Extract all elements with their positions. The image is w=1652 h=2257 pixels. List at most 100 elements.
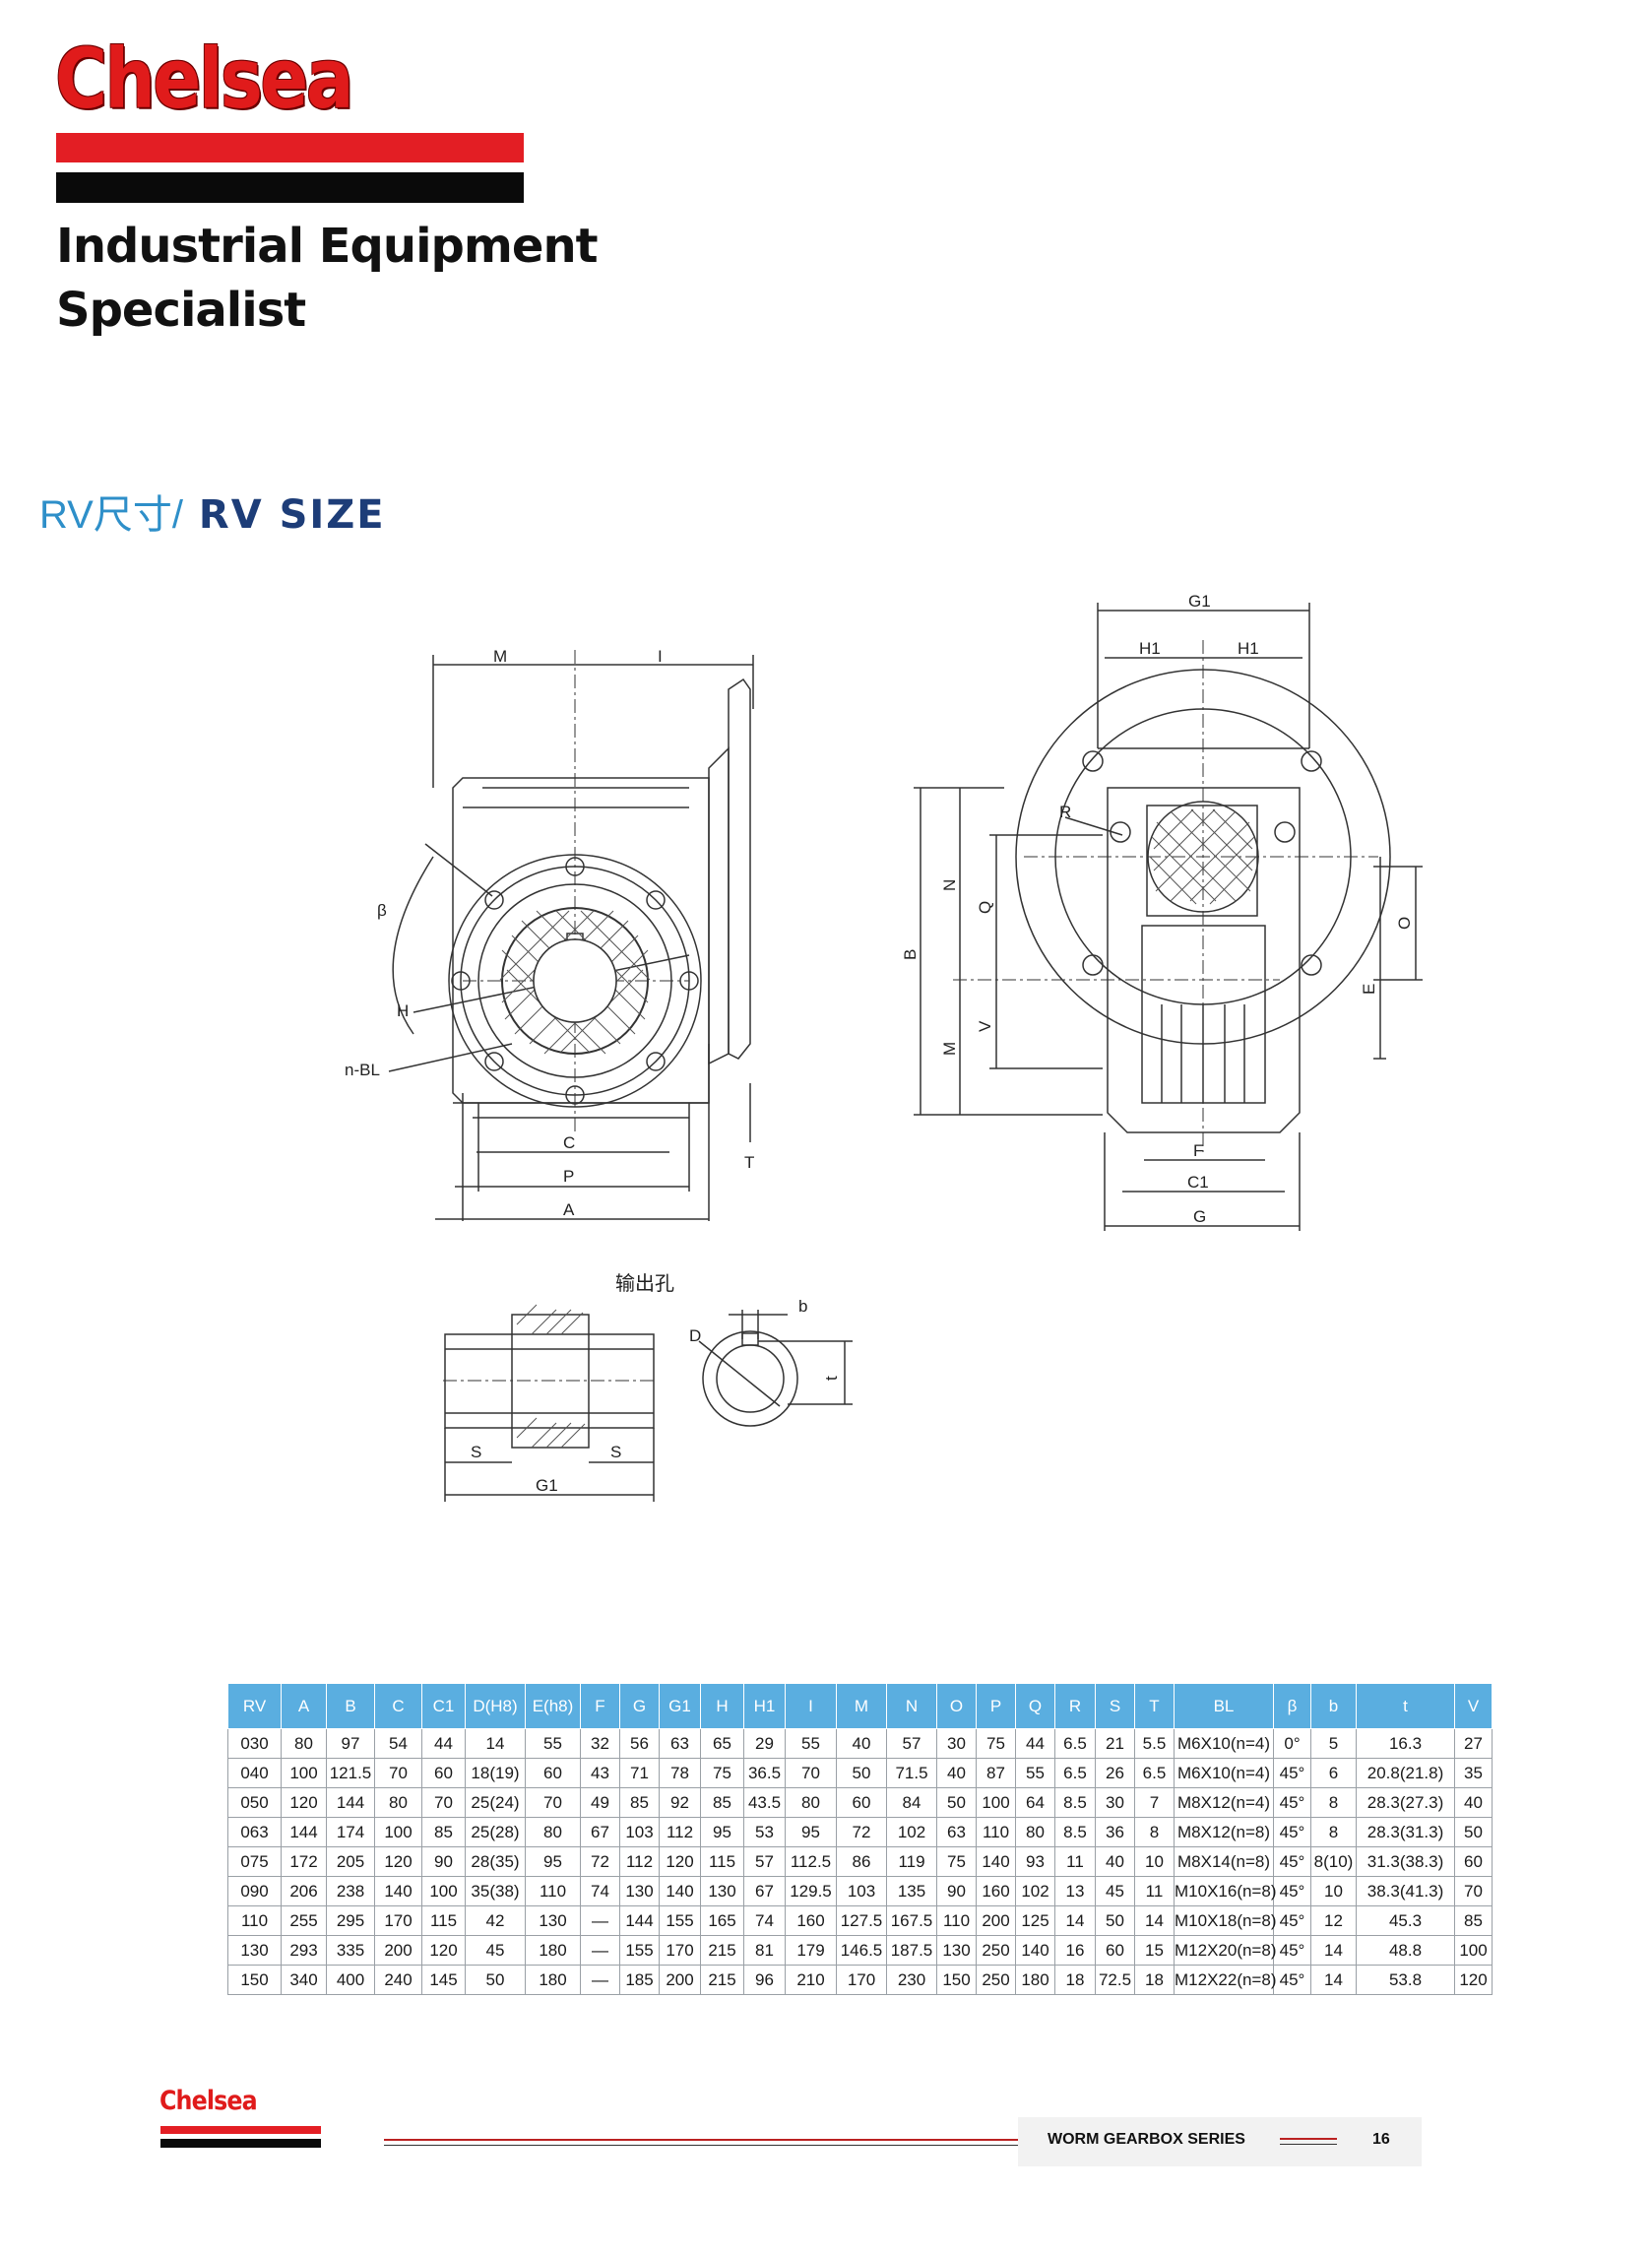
table-cell: 43.5: [743, 1787, 786, 1818]
table-header-cell: C1: [421, 1683, 466, 1729]
table-cell: 85: [421, 1817, 466, 1847]
table-cell: 200: [374, 1935, 422, 1966]
table-cell: 60: [836, 1787, 887, 1818]
table-header-cell: O: [936, 1683, 977, 1729]
table-cell: 70: [785, 1758, 837, 1788]
footer-decor-dark: [1280, 2144, 1337, 2145]
table-cell: 129.5: [785, 1876, 837, 1906]
table-cell: 70: [421, 1787, 466, 1818]
table-cell: M12X20(n=8): [1174, 1935, 1276, 1966]
footer-series-label: WORM GEARBOX SERIES: [1048, 2131, 1245, 2148]
table-cell: 293: [281, 1935, 327, 1966]
table-cell: 84: [886, 1787, 937, 1818]
dim-M: M: [493, 647, 507, 666]
table-cell: 130: [525, 1905, 581, 1936]
front-view-drawing: M I β H n-BL C P A T: [345, 647, 754, 1221]
table-cell: 95: [525, 1846, 581, 1877]
dim-I: I: [658, 647, 663, 666]
table-cell: 57: [886, 1728, 937, 1759]
table-cell: 130: [619, 1876, 660, 1906]
table-cell: 49: [580, 1787, 620, 1818]
table-cell: 74: [580, 1876, 620, 1906]
dim-R: R: [1059, 803, 1071, 821]
table-cell: 25(28): [465, 1817, 526, 1847]
table-cell: 80: [281, 1728, 327, 1759]
table-cell: 6: [1310, 1758, 1357, 1788]
table-header-cell: C: [374, 1683, 422, 1729]
dim-P: P: [563, 1167, 574, 1186]
table-cell: 215: [700, 1935, 744, 1966]
table-cell: 120: [374, 1846, 422, 1877]
table-cell: 32: [580, 1728, 620, 1759]
table-cell: 60: [1095, 1935, 1135, 1966]
table-header-cell: BL: [1174, 1683, 1274, 1729]
dim-nBL: n-BL: [345, 1061, 380, 1079]
table-cell: 90: [936, 1876, 977, 1906]
table-cell: 112: [659, 1817, 701, 1847]
table-cell: 5.5: [1134, 1728, 1175, 1759]
table-cell: 140: [976, 1846, 1016, 1877]
table-header-cell: RV: [227, 1683, 282, 1729]
table-cell: 400: [326, 1965, 375, 1995]
table-header-cell: A: [281, 1683, 327, 1729]
table-cell: 100: [421, 1876, 466, 1906]
table-cell: 100: [976, 1787, 1016, 1818]
table-cell: 64: [1015, 1787, 1055, 1818]
dim-H: H: [397, 1001, 409, 1020]
table-cell: 45: [465, 1935, 526, 1966]
table-cell: 50: [936, 1787, 977, 1818]
side-view-drawing: G1 H1 H1 R B N M Q V O E F C1 G: [901, 592, 1423, 1231]
bore-D: D: [689, 1326, 701, 1345]
table-cell: 29: [743, 1728, 786, 1759]
table-cell: 20.8(21.8): [1356, 1758, 1455, 1788]
table-cell: 57: [743, 1846, 786, 1877]
table-cell: 180: [1015, 1965, 1055, 1995]
dim-O: O: [1395, 917, 1414, 930]
table-cell: 112.5: [785, 1846, 837, 1877]
table-cell: 13: [1054, 1876, 1096, 1906]
table-cell: 45°: [1273, 1758, 1311, 1788]
table-cell: 8(10): [1310, 1846, 1357, 1877]
table-cell: 102: [1015, 1876, 1055, 1906]
table-cell: 50: [1454, 1817, 1493, 1847]
table-cell: M10X18(n=8): [1174, 1905, 1276, 1936]
table-cell: 205: [326, 1846, 375, 1877]
table-cell: 6.5: [1054, 1758, 1096, 1788]
footer-rule-dark: [384, 2145, 1018, 2146]
table-header-cell: N: [886, 1683, 937, 1729]
table-header-cell: F: [580, 1683, 620, 1729]
table-cell: 15: [1134, 1935, 1175, 1966]
table-cell: 45°: [1273, 1787, 1311, 1818]
section-title-cn: RV尺寸/: [39, 493, 183, 537]
section-title: RV尺寸/ RV SIZE: [39, 490, 386, 540]
table-cell: 250: [976, 1935, 1016, 1966]
dim-E: E: [1360, 984, 1378, 995]
dim-C: C: [563, 1133, 575, 1152]
table-cell: 090: [227, 1876, 282, 1906]
table-cell: 42: [465, 1905, 526, 1936]
dim-T: T: [744, 1153, 754, 1172]
table-header-cell: H1: [743, 1683, 786, 1729]
table-cell: 71.5: [886, 1758, 937, 1788]
table-cell: 92: [659, 1787, 701, 1818]
table-cell: 40: [1454, 1787, 1493, 1818]
table-cell: 53.8: [1356, 1965, 1455, 1995]
brand-black-bar: [56, 172, 524, 203]
table-cell: 81: [743, 1935, 786, 1966]
table-cell: 103: [836, 1876, 887, 1906]
table-cell: 50: [836, 1758, 887, 1788]
table-cell: 120: [421, 1935, 466, 1966]
table-cell: 127.5: [836, 1905, 887, 1936]
table-cell: 110: [525, 1876, 581, 1906]
table-cell: 170: [374, 1905, 422, 1936]
table-cell: 063: [227, 1817, 282, 1847]
table-cell: 187.5: [886, 1935, 937, 1966]
table-cell: 45.3: [1356, 1905, 1455, 1936]
table-cell: 140: [1015, 1935, 1055, 1966]
table-header-cell: B: [326, 1683, 375, 1729]
table-cell: 48.8: [1356, 1935, 1455, 1966]
table-cell: 74: [743, 1905, 786, 1936]
table-cell: 70: [525, 1787, 581, 1818]
